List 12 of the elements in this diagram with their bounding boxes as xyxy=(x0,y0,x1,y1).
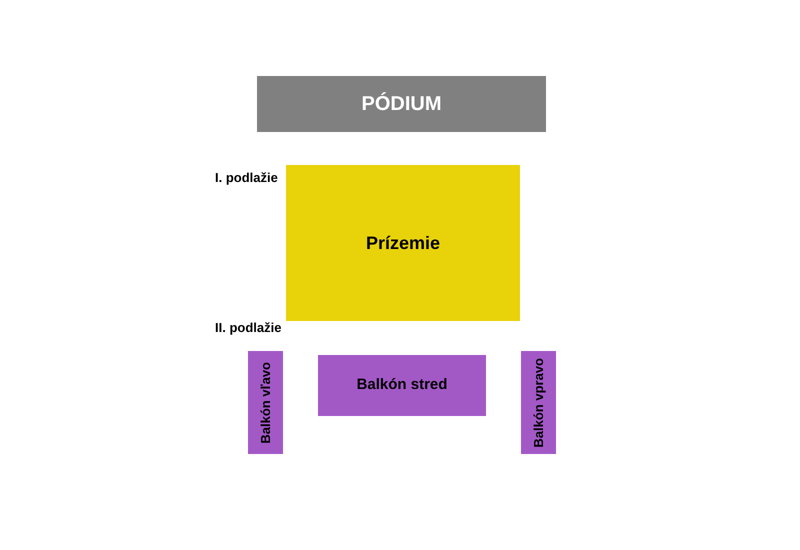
area-label: Prízemie xyxy=(366,232,440,254)
area-label: Balkón stred xyxy=(356,375,448,396)
level-label: I. podlažie xyxy=(215,169,278,187)
level-label: II. podlažie xyxy=(215,319,282,337)
balcony-area xyxy=(318,355,486,416)
side-balcony-area xyxy=(521,351,556,454)
ground-floor-area xyxy=(286,165,520,321)
area-label: Balkón vpravo xyxy=(530,358,547,448)
side-balcony-area xyxy=(248,351,283,454)
area-label: Balkón vľavo xyxy=(256,362,274,444)
stage-area xyxy=(257,76,546,132)
area-label: PÓDIUM xyxy=(362,91,442,117)
